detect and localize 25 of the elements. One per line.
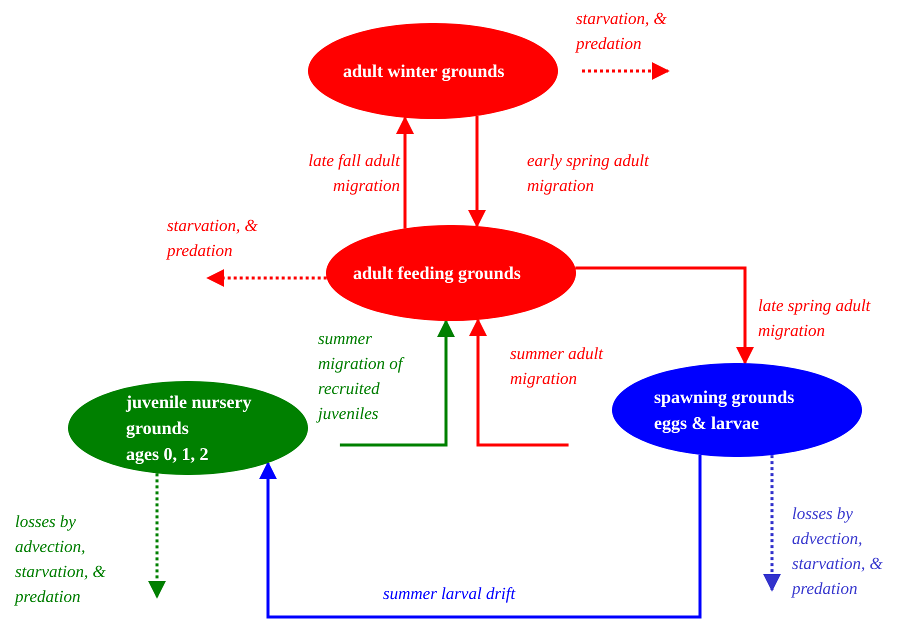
- arrow: [469, 318, 569, 446]
- edge-label: starvation, & predation: [167, 215, 259, 262]
- edge-label: summer adult migration: [510, 343, 604, 390]
- arrow: [340, 319, 455, 446]
- arrow: [468, 116, 486, 228]
- edge-label: late spring adult migration: [758, 295, 872, 342]
- dashed-arrow: [582, 62, 670, 80]
- edge-label: early spring adult migration: [527, 150, 650, 197]
- edge-label: losses by advection, starvation, & predation: [792, 503, 884, 600]
- dashed-arrow: [148, 473, 166, 599]
- edge-label: losses by advection, starvation, & predation: [15, 511, 107, 608]
- arrow: [575, 266, 754, 365]
- node-label: adult winter grounds: [343, 60, 506, 83]
- arrow: [396, 116, 414, 228]
- edge-label: late fall adult migration: [307, 150, 400, 197]
- node-label: ages 0, 1, 2: [126, 443, 210, 466]
- arrow: [259, 454, 702, 618]
- node-label: spawning grounds: [654, 386, 796, 409]
- edge-label: starvation, & predation: [576, 8, 668, 55]
- edge-label: summer migration of recruited juveniles: [318, 328, 406, 425]
- node-label: adult feeding grounds: [353, 262, 522, 285]
- dashed-arrow: [763, 455, 781, 592]
- node-label: eggs & larvae: [654, 412, 760, 435]
- edge-label: summer larval drift: [383, 583, 516, 605]
- dashed-arrow: [206, 269, 327, 287]
